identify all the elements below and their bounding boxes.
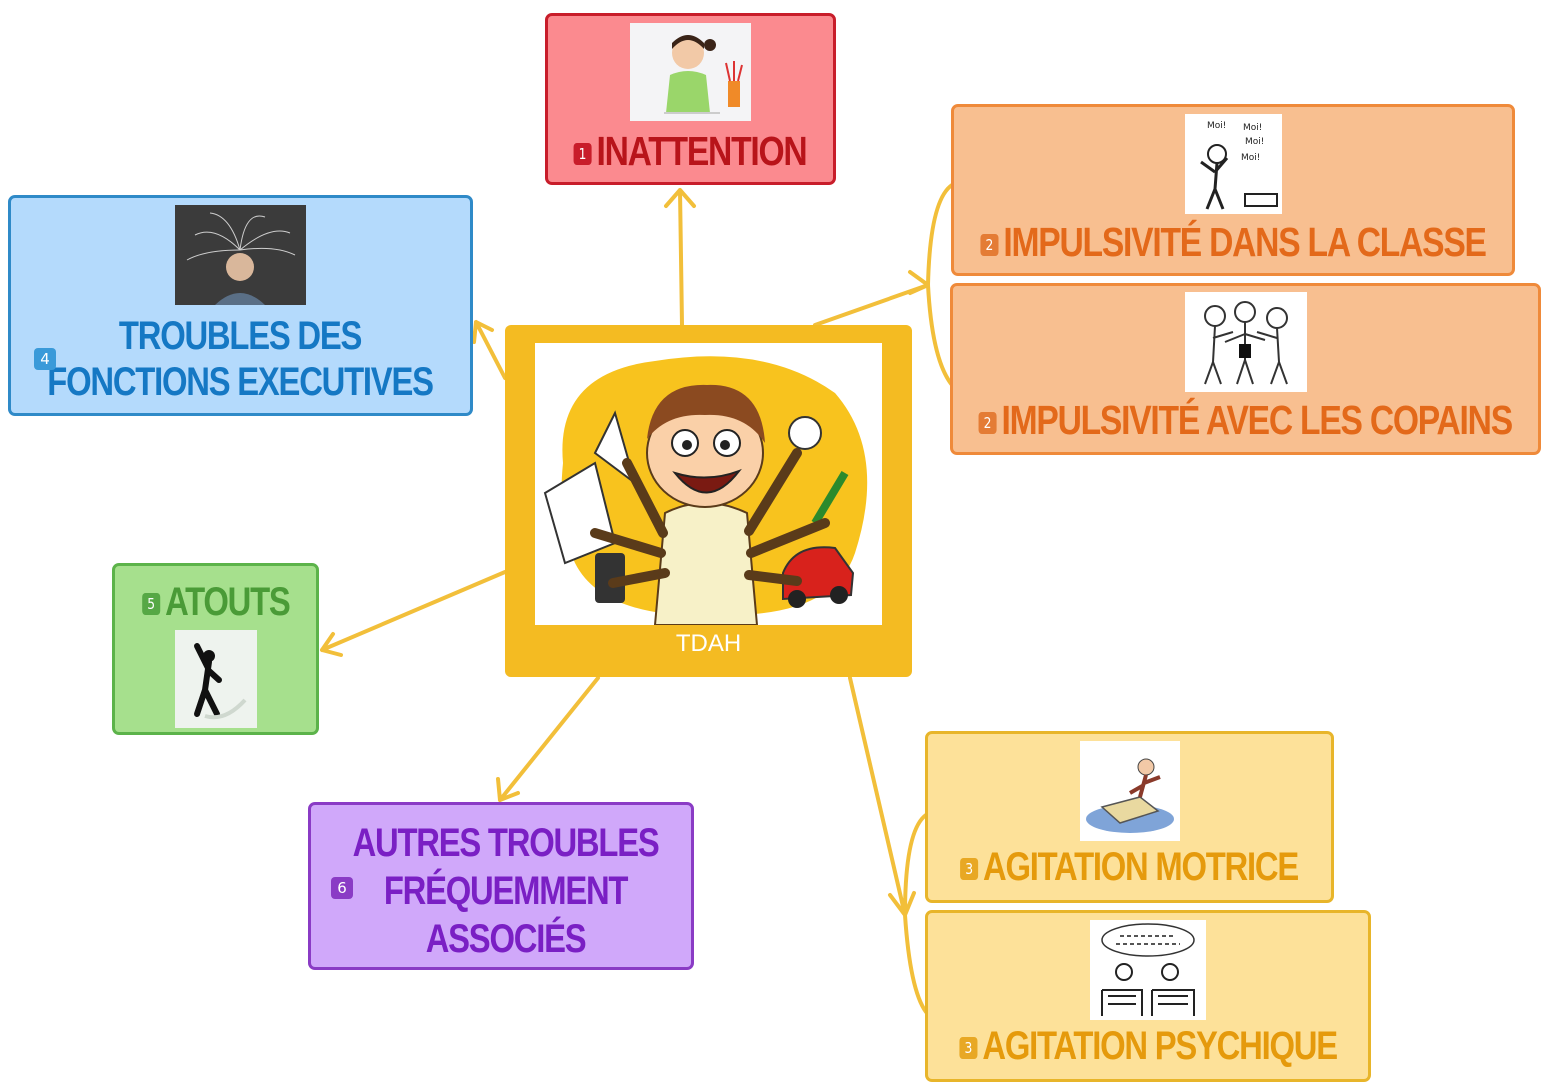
svg-text:Moi!: Moi! [1243,123,1262,133]
priority-badge: 2 [980,234,999,257]
node-label-atouts: ATOUTS [164,580,291,624]
link-agitation [848,676,928,1014]
children-fighting-cartoon [1184,292,1307,392]
svg-text:Moi!: Moi! [1245,137,1264,147]
link-executive [472,320,507,380]
svg-text:Moi!: Moi! [1241,153,1260,163]
boy-juggling-objects-illustration [535,343,882,626]
node-fonctions-executives[interactable]: TROUBLES DES FONCTIONS EXECUTIVES 4 [8,195,473,416]
link-impulsivite [813,183,954,387]
pupils-at-desk-speech-bubble-cartoon [1090,920,1206,1020]
priority-badge: 6 [331,877,353,899]
central-node-label: TDAH [675,630,742,657]
child-fidgeting-at-desk-cartoon [1079,741,1180,841]
link-atouts [320,570,507,657]
central-node-tdah[interactable]: TDAH [505,325,912,677]
node-label-agitation-motrice: AGITATION MOTRICE [983,845,1300,889]
priority-badge: 4 [34,348,56,370]
priority-badge: 3 [960,858,979,881]
node-label-executive-line2: FONCTIONS EXECUTIVES [47,360,435,404]
priority-badge: 3 [959,1037,978,1060]
node-label-agitation-psychique: AGITATION PSYCHIQUE [982,1024,1338,1068]
child-with-chalk-scribbles-photo [175,205,306,305]
svg-text:Moi!: Moi! [1207,121,1226,131]
link-inattention [664,188,696,327]
businessman-victory-figure [174,630,257,728]
node-label-inattention: INATTENTION [596,128,808,174]
node-label-autres-line1: AUTRES TROUBLES [353,821,660,865]
node-label-autres-line3: ASSOCIÉS [426,917,587,961]
priority-badge: 5 [141,593,160,616]
node-label-executive-line1: TROUBLES DES [119,314,362,358]
node-autres-troubles[interactable]: AUTRES TROUBLES FRÉQUEMMENT ASSOCIÉS 6 [308,802,694,970]
node-label-autres-line2: FRÉQUEMMENT [384,869,629,913]
priority-badge: 2 [978,412,997,435]
node-label-impulsivite-copains: IMPULSIVITÉ AVEC LES COPAINS [1001,397,1514,443]
child-shouting-moi-cartoon: Moi! Moi! Moi! Moi! [1184,114,1282,214]
girl-thinking-photo [630,23,751,121]
link-autres [496,676,600,802]
priority-badge: 1 [574,143,593,166]
node-label-impulsivite-classe: IMPULSIVITÉ DANS LA CLASSE [1003,219,1487,265]
